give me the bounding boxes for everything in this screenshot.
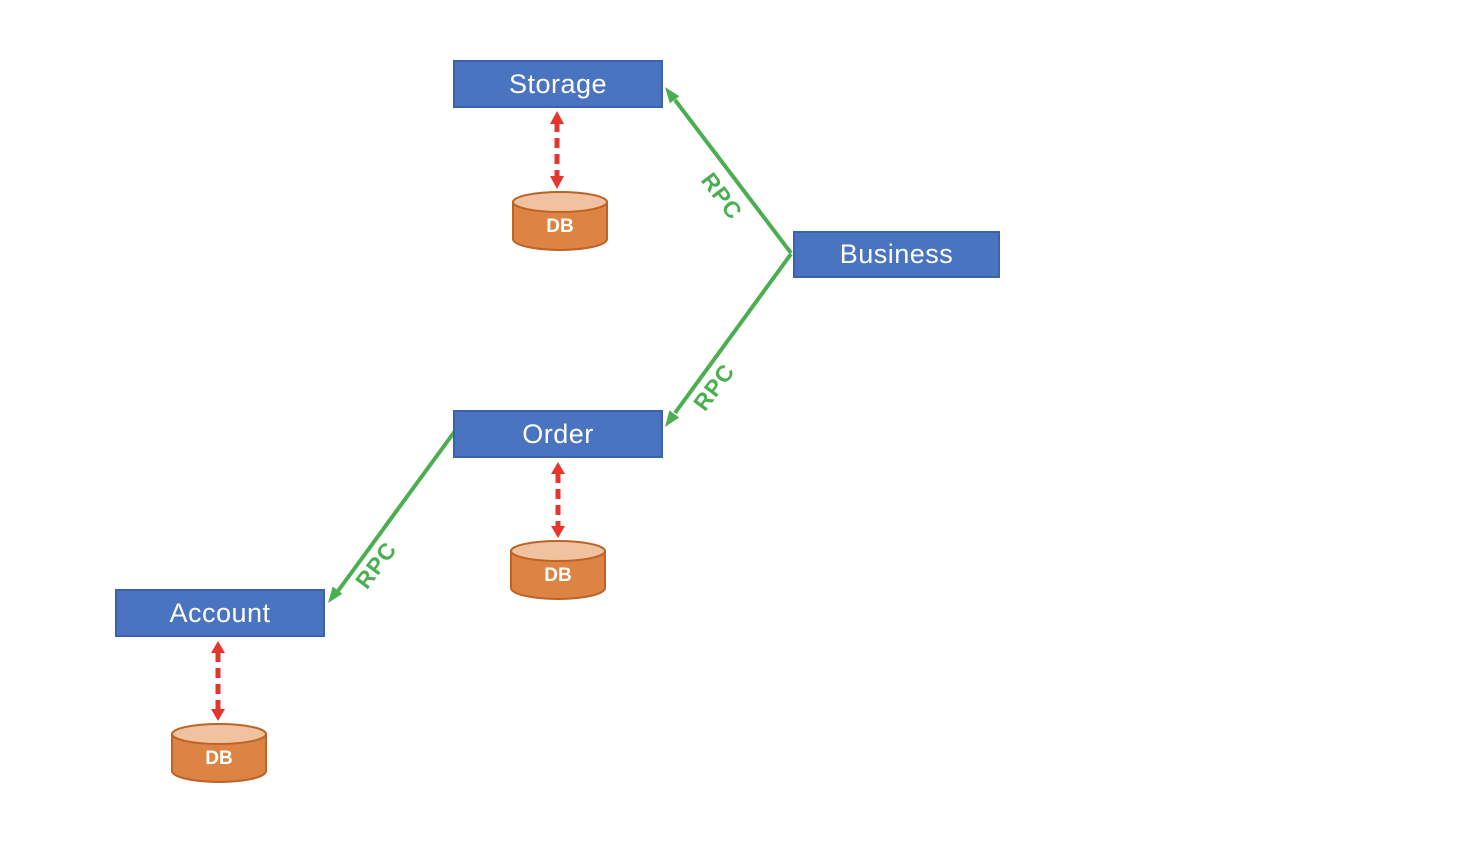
arrowhead-up-account-db xyxy=(211,641,225,653)
database-cylinder-icon xyxy=(512,191,608,251)
edge-order-to-db[interactable] xyxy=(551,462,565,538)
arrowhead-down-order-db xyxy=(551,526,565,538)
rpc-line-business-storage[interactable] xyxy=(673,98,793,255)
node-order[interactable]: Order xyxy=(453,410,663,458)
node-label-storage: Storage xyxy=(508,68,608,99)
arrowhead-order xyxy=(665,410,680,427)
node-label-order: Order xyxy=(522,418,594,449)
node-account[interactable]: Account xyxy=(115,589,325,637)
rpc-line-business-order[interactable] xyxy=(673,252,793,415)
edge-order-to-account[interactable] xyxy=(328,429,457,603)
arrowhead-up-order-db xyxy=(551,462,565,474)
db-label-account: DB xyxy=(205,748,233,769)
node-label-account: Account xyxy=(169,597,271,628)
db-label-storage: DB xyxy=(546,216,574,237)
node-business[interactable]: Business xyxy=(793,231,1000,278)
order-db[interactable]: DB xyxy=(509,539,607,601)
node-label-business: Business xyxy=(839,239,954,269)
arrowhead-storage xyxy=(665,87,680,104)
edge-business-to-storage[interactable] xyxy=(665,87,793,255)
node-storage[interactable]: Storage xyxy=(453,60,663,108)
edge-business-to-order[interactable] xyxy=(665,252,793,427)
arrowhead-up-storage-db xyxy=(550,111,564,124)
arrowhead-account xyxy=(328,586,343,603)
account-db[interactable]: DB xyxy=(170,722,268,784)
arrowhead-down-account-db xyxy=(211,709,225,721)
arrowhead-down-storage-db xyxy=(550,176,564,189)
storage-db[interactable]: DB xyxy=(511,190,609,252)
edge-account-to-db[interactable] xyxy=(211,641,225,721)
rpc-line-order-account[interactable] xyxy=(336,429,457,593)
db-label-order: DB xyxy=(544,565,572,586)
database-cylinder-icon xyxy=(510,540,606,600)
database-cylinder-icon xyxy=(171,723,267,783)
edge-storage-to-db[interactable] xyxy=(550,111,564,189)
